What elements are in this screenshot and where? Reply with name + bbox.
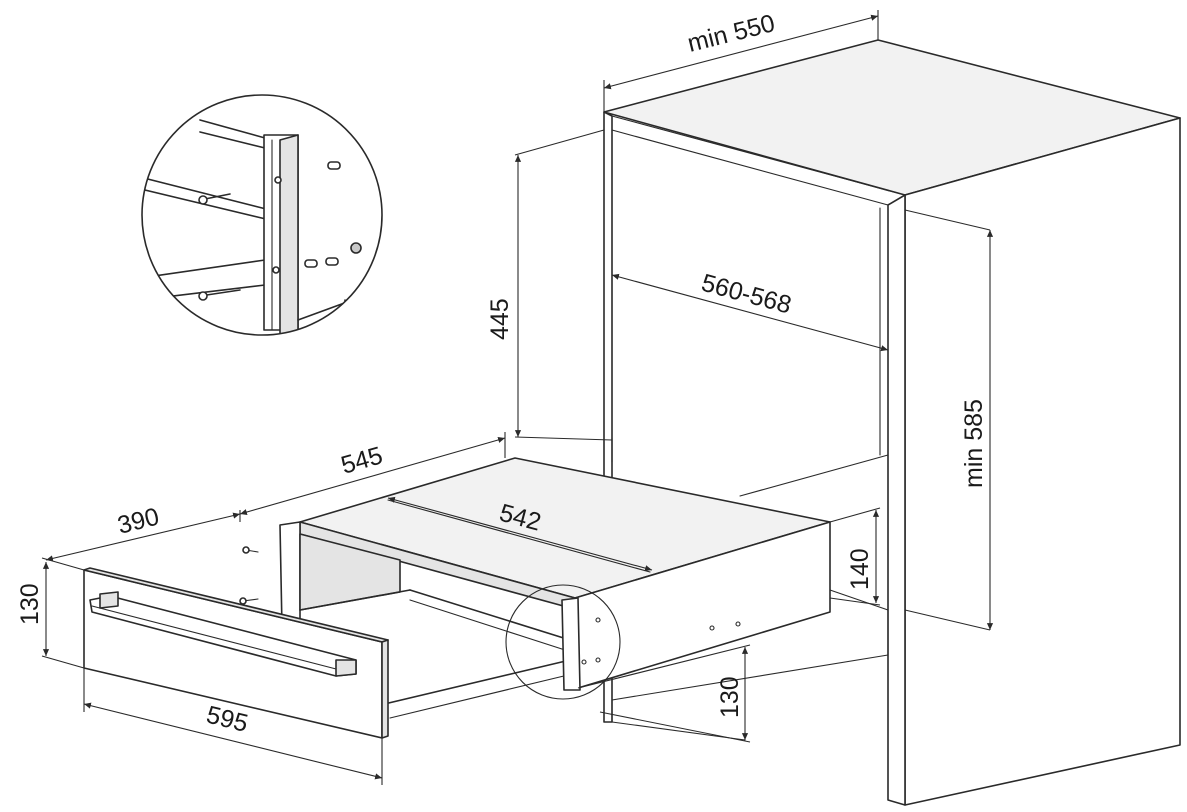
dimension-lines [41,10,994,785]
drawer-front [83,567,389,739]
drawer-handle [89,591,357,677]
dim-drawer-height: 130 [716,676,744,718]
dim-cabinet-height: min 585 [960,399,988,488]
cabinet [603,39,1181,806]
dim-front-height: 130 [16,583,44,625]
dim-niche-height: 445 [486,298,514,340]
detail-marker-circle [505,584,621,700]
detail-inset [141,94,383,336]
dim-cabinet-depth: min 550 [685,9,778,58]
dim-body-height: 140 [846,548,874,590]
